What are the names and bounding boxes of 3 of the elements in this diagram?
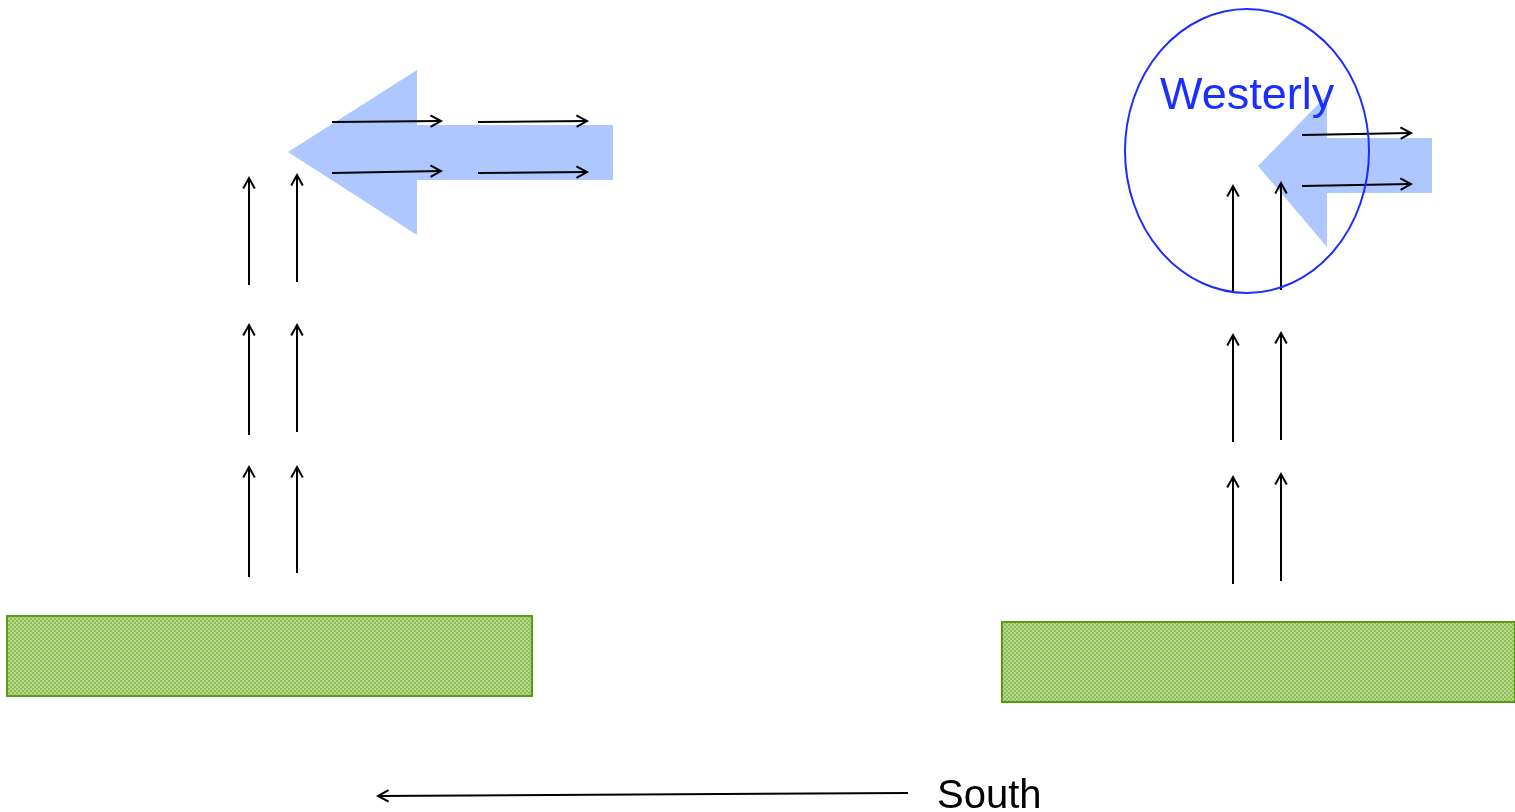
circle-node [1124,8,1370,294]
node-label: Westerly [1160,68,1335,120]
direction-label: South [937,772,1042,812]
